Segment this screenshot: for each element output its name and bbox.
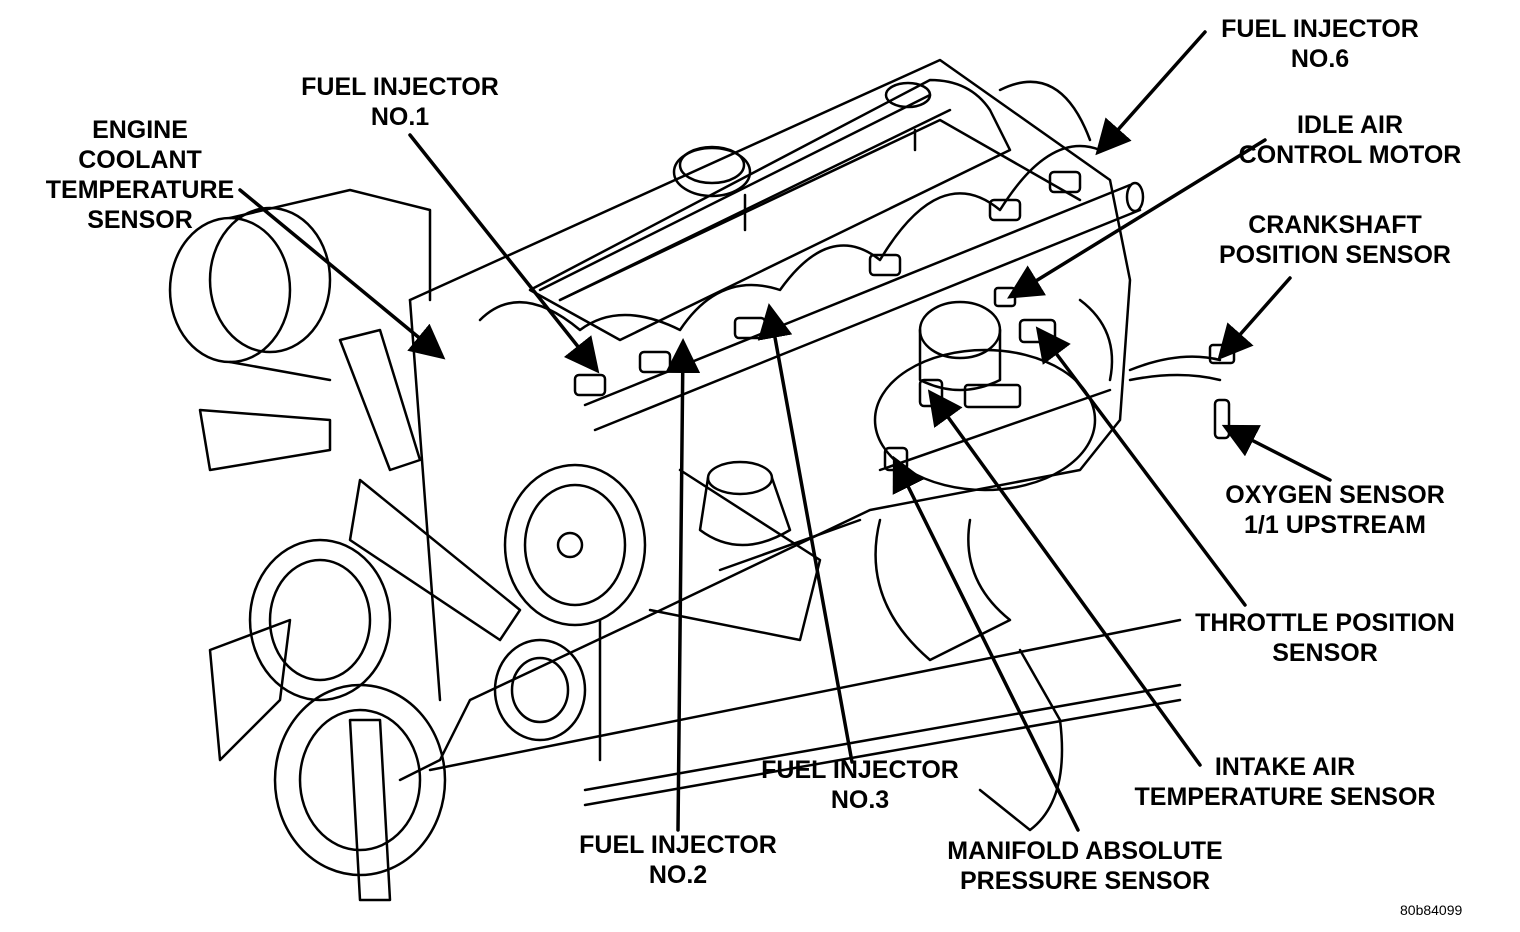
iac-arrow xyxy=(1007,138,1267,299)
inj2-arrow xyxy=(665,338,701,832)
inj1-arrow xyxy=(408,133,600,374)
label-engine-coolant-temperature-sensor: ENGINE COOLANT TEMPERATURE SENSOR xyxy=(45,116,235,234)
label-manifold-absolute-pressure-sensor: MANIFOLD ABSOLUTE PRESSURE SENSOR xyxy=(947,837,1223,895)
label-idle-air-control-motor: IDLE AIR CONTROL MOTOR xyxy=(1238,111,1462,169)
figure-id: 80b84099 xyxy=(1400,902,1463,918)
throttle-body xyxy=(873,286,1112,492)
ckp-arrow xyxy=(1217,276,1292,361)
oil-pan-rails xyxy=(428,618,1182,807)
inj3-arrow xyxy=(757,303,854,764)
fan xyxy=(198,328,522,902)
wiring-harness xyxy=(478,80,1236,440)
valve-cover xyxy=(528,78,1012,342)
oil-filler-cap xyxy=(672,81,932,198)
iat-arrow xyxy=(927,389,1202,767)
label-fuel-injector-no2: FUEL INJECTOR NO.2 xyxy=(579,831,777,889)
map-arrow xyxy=(892,455,1080,832)
label-fuel-injector-no3: FUEL INJECTOR NO.3 xyxy=(761,756,959,814)
tps-arrow xyxy=(1035,326,1247,607)
label-fuel-injector-no6: FUEL INJECTOR NO.6 xyxy=(1221,15,1419,73)
injectors xyxy=(573,170,1082,397)
label-intake-air-temperature-sensor: INTAKE AIR TEMPERATURE SENSOR xyxy=(1134,753,1436,811)
label-oxygen-sensor: OXYGEN SENSOR 1/1 UPSTREAM xyxy=(1225,481,1445,539)
o2-arrow xyxy=(1221,424,1332,482)
front-pulleys xyxy=(168,188,647,877)
label-fuel-injector-no1: FUEL INJECTOR NO.1 xyxy=(301,73,499,131)
coolant-reservoir xyxy=(648,460,822,642)
label-crankshaft-position-sensor: CRANKSHAFT POSITION SENSOR xyxy=(1219,211,1451,269)
ect-arrow xyxy=(238,188,446,360)
inj6-arrow xyxy=(1095,30,1207,156)
label-throttle-position-sensor: THROTTLE POSITION SENSOR xyxy=(1195,609,1455,667)
leader-arrows xyxy=(238,30,1332,832)
